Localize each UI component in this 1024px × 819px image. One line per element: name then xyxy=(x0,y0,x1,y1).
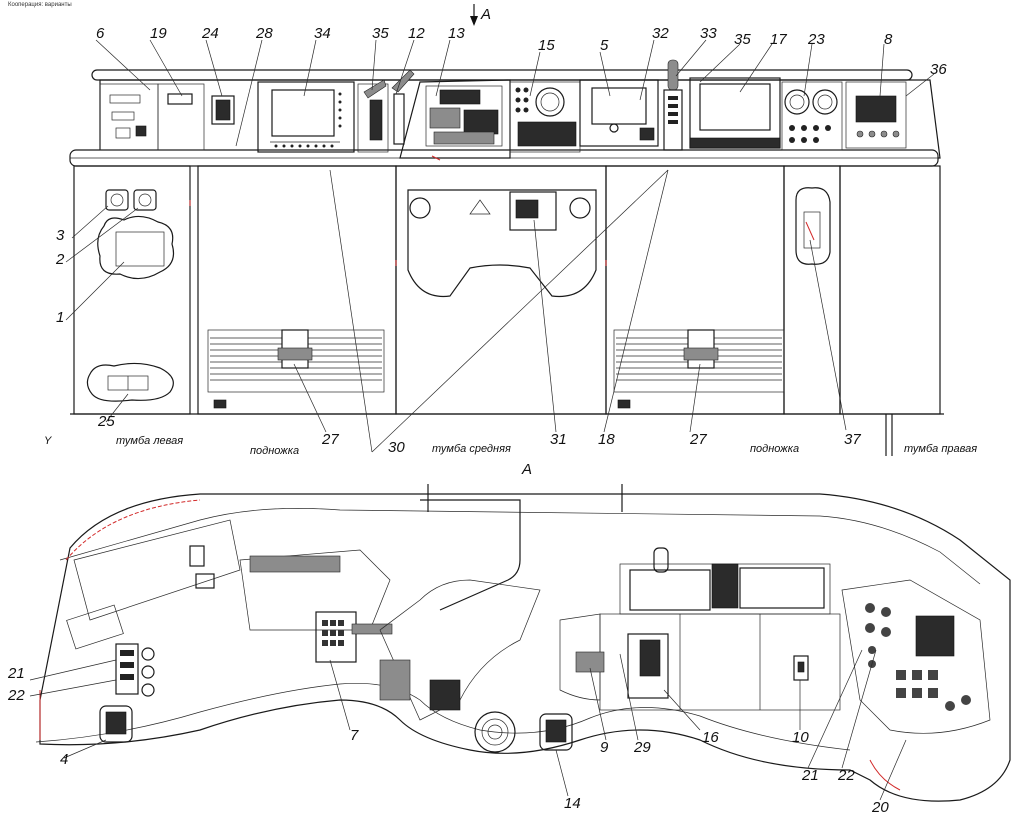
callout-37: 37 xyxy=(844,431,861,448)
callout-33: 33 xyxy=(700,25,717,42)
callout-29: 29 xyxy=(633,739,651,756)
callout-32: 32 xyxy=(652,25,669,42)
left-cabinet xyxy=(73,165,191,415)
callout-17: 17 xyxy=(770,31,787,48)
callout-27-left: 27 xyxy=(321,431,339,448)
view-a-title: A xyxy=(521,461,532,478)
front-callouts: 6 19 24 28 34 35 12 13 15 5 32 33 35 17 … xyxy=(55,25,947,456)
callout-7: 7 xyxy=(350,727,359,744)
callout-16: 16 xyxy=(702,729,719,746)
callout-31: 31 xyxy=(550,431,567,448)
label-tumba-left: тумба левая xyxy=(116,435,183,447)
callout-18: 18 xyxy=(598,431,615,448)
callout-3: 3 xyxy=(56,227,65,244)
callout-22-left: 22 xyxy=(7,687,25,704)
callout-13: 13 xyxy=(448,25,465,42)
callout-1: 1 xyxy=(56,309,64,326)
label-tumba-right: тумба правая xyxy=(904,443,977,455)
callout-6: 6 xyxy=(96,25,105,42)
callout-14: 14 xyxy=(564,795,581,812)
callout-21-right: 21 xyxy=(801,767,819,784)
label-tumba-middle: тумба средняя xyxy=(432,443,511,455)
left-footrest-bay xyxy=(197,165,397,415)
callout-36: 36 xyxy=(930,61,947,78)
corner-note: Кооперация: варианты xyxy=(8,2,72,8)
right-cabinet xyxy=(839,165,941,415)
callout-15: 15 xyxy=(538,37,555,54)
callout-23: 23 xyxy=(807,31,825,48)
callout-2: 2 xyxy=(55,251,65,268)
callout-21-left: 21 xyxy=(7,665,25,682)
label-podnozhka-left: подножка xyxy=(250,445,299,457)
footrest-left xyxy=(207,329,385,409)
callout-4: 4 xyxy=(60,751,68,768)
callout-35-right: 35 xyxy=(734,31,751,48)
label-podnozhka-right: подножка xyxy=(750,443,799,455)
callout-10: 10 xyxy=(792,729,809,746)
callout-22-right: 22 xyxy=(837,767,855,784)
callout-35-left: 35 xyxy=(372,25,389,42)
callout-20: 20 xyxy=(871,799,889,816)
callout-27-right: 27 xyxy=(689,431,707,448)
view-arrow-a: A xyxy=(470,4,491,26)
callout-34: 34 xyxy=(314,25,331,42)
callout-30: 30 xyxy=(388,439,405,456)
top-view-callouts: 21 22 4 7 9 29 16 10 21 22 14 20 xyxy=(7,665,889,816)
view-marker-label: A xyxy=(480,6,491,23)
callout-28: 28 xyxy=(255,25,273,42)
callout-9: 9 xyxy=(600,739,609,756)
callout-25: 25 xyxy=(97,413,115,430)
callout-5: 5 xyxy=(600,37,609,54)
callout-12: 12 xyxy=(408,25,425,42)
callout-24: 24 xyxy=(201,25,219,42)
callout-8: 8 xyxy=(884,31,893,48)
front-view: 6 19 24 28 34 35 12 13 15 5 32 33 35 17 … xyxy=(44,25,977,457)
callout-19: 19 xyxy=(150,25,167,42)
axis-label: Y xyxy=(44,435,52,447)
top-view: 21 22 4 7 9 29 16 10 21 22 14 20 xyxy=(7,484,1011,816)
middle-cabinet xyxy=(395,165,607,415)
footrest-right xyxy=(613,329,785,409)
